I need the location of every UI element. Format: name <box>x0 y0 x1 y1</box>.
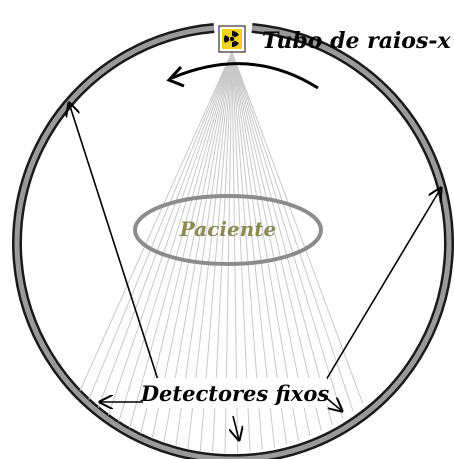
xray-beam-line <box>231 51 345 423</box>
patient-label: Paciente <box>179 217 276 241</box>
rotation-arrow-head <box>166 65 185 88</box>
xray-beam-line <box>96 51 233 412</box>
detectors-label: Detectores fixos <box>140 381 329 406</box>
rotation-arrow <box>171 62 319 90</box>
xray-beam-line <box>231 51 334 430</box>
xray-beam-line <box>231 51 312 441</box>
xray-beam-line <box>77 51 233 396</box>
ring-inner-fill <box>14 25 452 459</box>
detector-arrow-upper-right <box>325 188 441 381</box>
xray-beam-line <box>231 51 365 408</box>
detector-arrow-upper-left <box>69 103 159 381</box>
xray-beam-line <box>128 51 233 433</box>
xray-beam-line <box>231 51 355 416</box>
xray-beam-line <box>231 51 323 436</box>
detector-arrow-bottom <box>233 415 239 440</box>
tube-label: Tubo de raios-x <box>262 28 451 54</box>
detectors-label-backing <box>143 378 327 408</box>
xray-tube: Tubo de raios-x <box>218 25 451 54</box>
xray-beam-line <box>86 51 233 404</box>
radiation-icon <box>223 31 239 48</box>
patient-ellipse <box>133 194 323 266</box>
xray-beam-line <box>106 51 233 420</box>
gantry-ring <box>12 23 454 459</box>
xray-beam-line <box>117 51 233 427</box>
xray-beam-line <box>150 51 233 443</box>
